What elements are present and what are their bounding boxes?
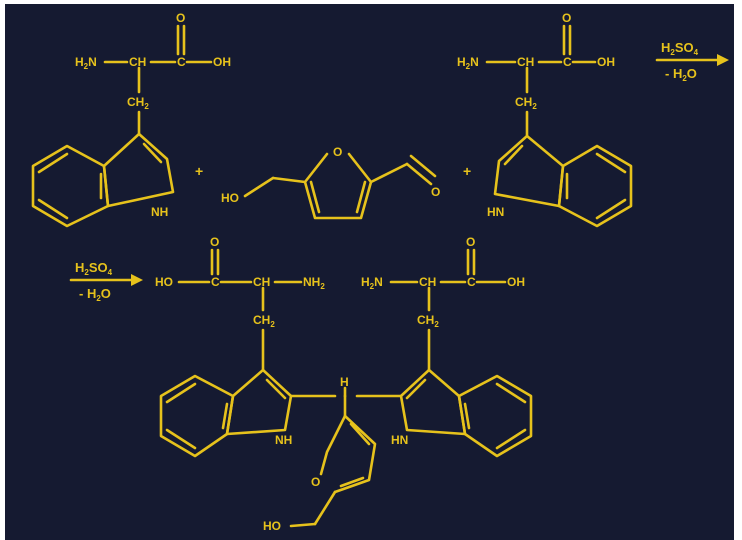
product-carboxyl-carbon-right: C xyxy=(467,275,476,289)
product-alpha-carbon-right: CH xyxy=(419,275,436,289)
amino-group-label-right: H2N xyxy=(457,55,479,71)
product-hn-right: HN xyxy=(391,433,408,447)
product-carbonyl-oxygen-left: O xyxy=(210,235,219,249)
amino-group-label: H2N xyxy=(75,55,97,71)
product-hydroxymethyl-label: HO xyxy=(263,519,281,533)
product-carboxyl-carbon-left: C xyxy=(211,275,220,289)
reaction-scheme: H2N CH C OH O CH2 NH + HO O O + xyxy=(5,4,734,540)
hmf-hydroxyl-label: HO xyxy=(221,191,239,205)
carboxyl-carbon-label-right: C xyxy=(563,55,572,69)
methylene-label-right: CH2 xyxy=(515,95,537,111)
reaction-arrow-top: H2SO4 - H2O xyxy=(655,40,729,83)
hydroxymethylfurfural: HO O O xyxy=(221,145,440,220)
reagent-label-bottom: H2SO4 xyxy=(75,260,113,277)
alpha-carbon-label: CH xyxy=(129,55,146,69)
tryptophan-right: H2N CH C OH O CH2 HN xyxy=(457,11,633,228)
bridge-hydrogen-label: H xyxy=(340,375,349,389)
indole-nh-label: NH xyxy=(151,205,168,219)
carboxyl-carbon-label: C xyxy=(177,55,186,69)
product-nh-left: NH xyxy=(275,433,292,447)
tryptophan-left: H2N CH C OH O CH2 NH xyxy=(31,11,231,228)
plus-sign-2: + xyxy=(463,163,471,179)
byproduct-label-bottom: - H2O xyxy=(79,286,111,303)
product-methylene-left: CH2 xyxy=(253,313,275,329)
plus-sign-1: + xyxy=(195,163,203,179)
carbonyl-oxygen-label: O xyxy=(176,11,185,25)
indole-hn-label-right: HN xyxy=(487,205,504,219)
reaction-diagram: H2N CH C OH O CH2 NH + HO O O + xyxy=(31,11,729,533)
product-carbonyl-oxygen-right: O xyxy=(466,235,475,249)
byproduct-label-top: - H2O xyxy=(665,66,697,83)
hydroxyl-label: OH xyxy=(213,55,231,69)
furan-oxygen-label: O xyxy=(333,145,342,159)
product-furan-oxygen: O xyxy=(311,475,320,489)
product-hydroxyl-right: OH xyxy=(507,275,525,289)
hydroxyl-label-right: OH xyxy=(597,55,615,69)
aldehyde-oxygen-label: O xyxy=(431,185,440,199)
reaction-arrow-bottom: H2SO4 - H2O xyxy=(69,260,143,303)
methylene-label: CH2 xyxy=(127,95,149,111)
product-alpha-carbon-left: CH xyxy=(253,275,270,289)
carbonyl-oxygen-label-right: O xyxy=(562,11,571,25)
product-molecule: HO C CH NH2 O CH2 H2N CH C OH O CH2 NH xyxy=(155,235,533,533)
product-hydroxyl-left-label: HO xyxy=(155,275,173,289)
reagent-label-top: H2SO4 xyxy=(661,40,699,57)
alpha-carbon-label-right: CH xyxy=(517,55,534,69)
product-amino-right: H2N xyxy=(361,275,383,291)
product-amino-left: NH2 xyxy=(303,275,325,291)
product-methylene-right: CH2 xyxy=(417,313,439,329)
